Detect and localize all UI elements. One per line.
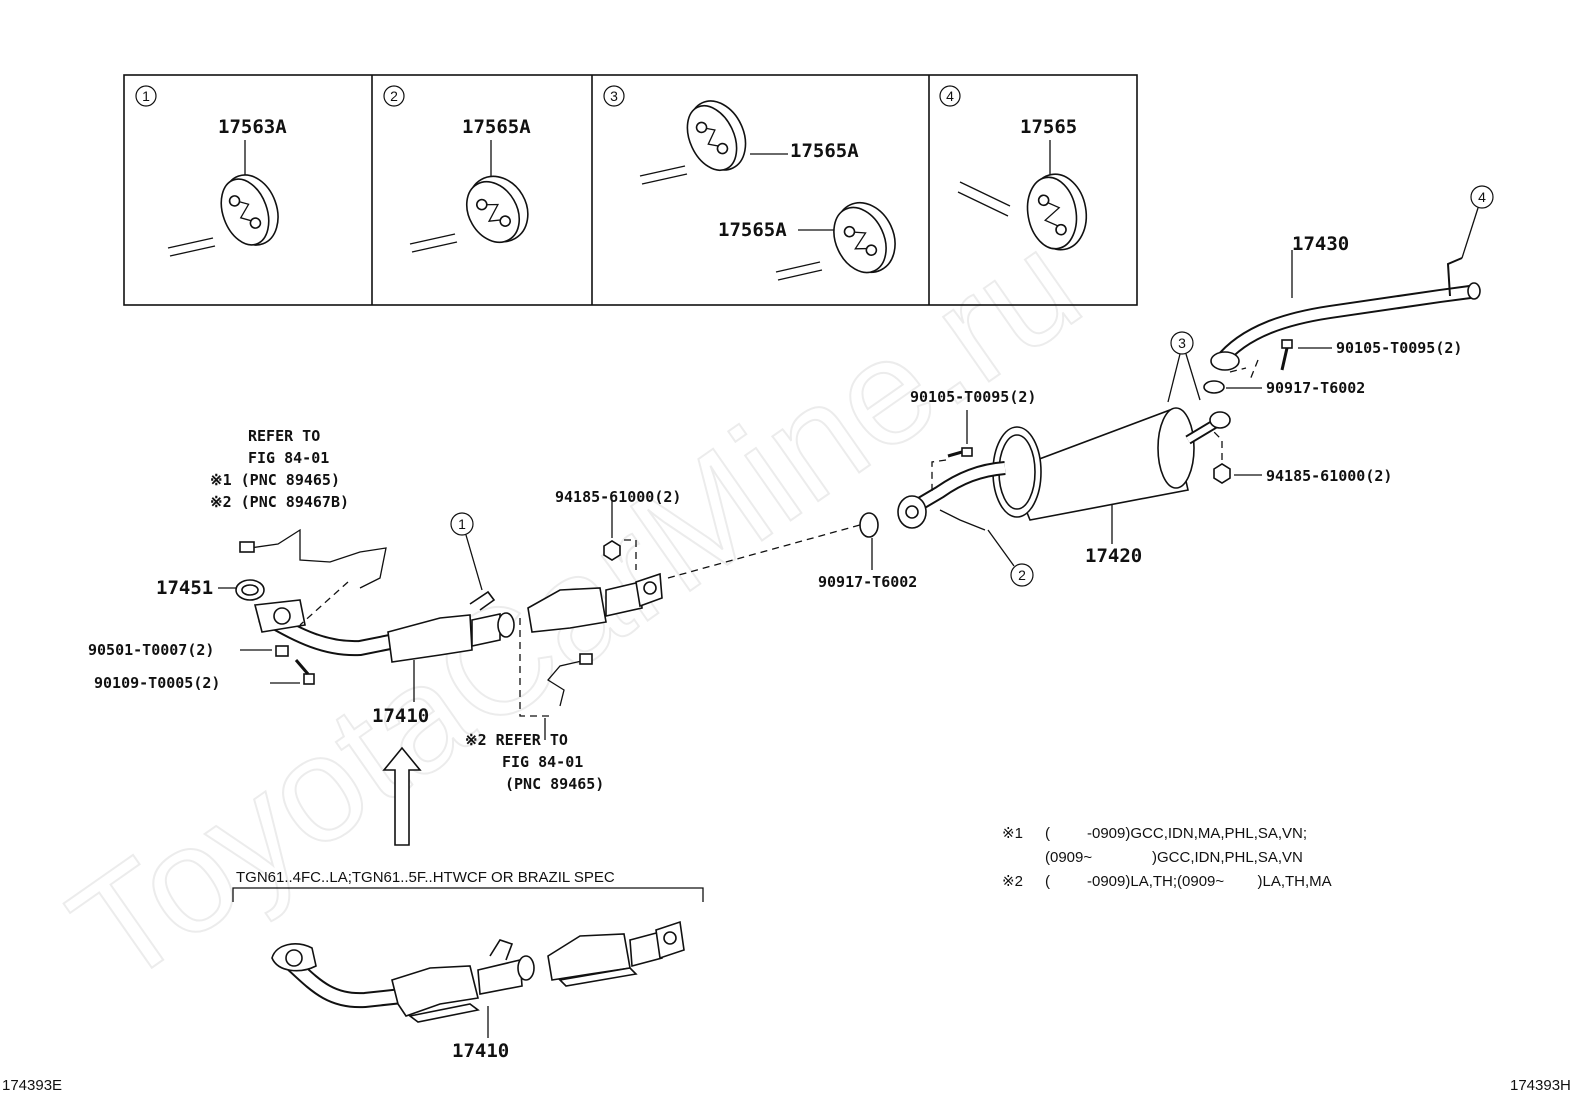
- arrow-up-icon: [382, 746, 422, 846]
- bolt-icon: [294, 659, 315, 685]
- rubber-hanger-icon: [220, 174, 279, 246]
- callout-4-main: 4: [1478, 189, 1486, 205]
- rubber-hanger-icon: [465, 175, 529, 243]
- sensor-connector-icon: [239, 541, 255, 553]
- label-17563A: 17563A: [218, 116, 287, 138]
- svg-text:(PNC 89465): (PNC 89465): [505, 775, 604, 793]
- illustration-code-left: 174393E: [2, 1077, 62, 1094]
- note-1-text: -0909)GCC,IDN,MA,PHL,SA,VN;: [1087, 825, 1307, 842]
- label-17565A: 17565A: [462, 116, 531, 138]
- label-bolt-90109: 90109-T0005(2): [94, 674, 220, 692]
- sensor-connector-icon: [579, 653, 593, 665]
- nut-icon: [603, 540, 621, 561]
- callout-4: 4: [946, 88, 954, 104]
- bolt-icon: [947, 447, 973, 458]
- callout-3: 3: [610, 88, 618, 104]
- callout-2-main: 2: [1018, 567, 1026, 583]
- callout-2: 2: [390, 88, 398, 104]
- rubber-hanger-icon: [686, 100, 747, 171]
- label-stud-90501: 90501-T0007(2): [88, 641, 214, 659]
- inset-panel-4: 4 17565: [939, 85, 1088, 251]
- note-1b-open: (0909~: [1045, 849, 1092, 866]
- inset-panel-2: 2 17565A: [383, 85, 531, 253]
- nut-icon: [1213, 463, 1231, 484]
- label-17565A-upper: 17565A: [790, 140, 859, 162]
- callout-1-main: 1: [458, 516, 466, 532]
- refer-note-upper: REFER TO FIG 84-01 ※1 (PNC 89465) ※2 (PN…: [210, 427, 349, 511]
- illustration-code-right: 174393H: [1510, 1077, 1571, 1094]
- label-17451: 17451: [156, 577, 213, 599]
- note-1-open: (: [1045, 825, 1050, 842]
- label-bolt-90105-top: 90105-T0095(2): [1336, 339, 1462, 357]
- front-pipe-17410-alt: 17410: [271, 920, 685, 1062]
- callout-3-main: 3: [1178, 335, 1186, 351]
- hanger-inset-table: 1 17563A 2 17565A: [123, 74, 1138, 306]
- label-bolt-90105-mid: 90105-T0095(2): [910, 388, 1036, 406]
- label-17565: 17565: [1020, 116, 1077, 138]
- bolt-icon: [1280, 339, 1293, 371]
- svg-text:※2 (PNC 89467B): ※2 (PNC 89467B): [210, 493, 349, 511]
- label-17420: 17420: [1085, 545, 1142, 567]
- note-1b-text: )GCC,IDN,PHL,SA,VN: [1152, 849, 1303, 866]
- variant-label: TGN61..4FC..LA;TGN61..5F..HTWCF OR BRAZI…: [236, 869, 615, 886]
- label-nut-94185-left: 94185-61000(2): [555, 488, 681, 506]
- svg-text:REFER TO: REFER TO: [248, 427, 320, 445]
- label-17430: 17430: [1292, 233, 1349, 255]
- note-2-open: (: [1045, 873, 1050, 890]
- front-pipe-17410: 1 17410 17451 90501-T0007(2) 90109-T0005…: [88, 488, 681, 740]
- svg-text:FIG 84-01: FIG 84-01: [248, 449, 329, 467]
- callout-1: 1: [142, 88, 150, 104]
- label-17410-alt: 17410: [452, 1040, 509, 1062]
- variant-bracket: [232, 887, 704, 902]
- label-gasket-90917-top: 90917-T6002: [1266, 379, 1365, 397]
- note-1-mark: ※1: [1002, 825, 1023, 842]
- tail-pipe-17430: 17430 4 90105-T0095(2) 90917-T6002: [1203, 185, 1494, 397]
- stud-icon: [275, 645, 289, 657]
- gasket-icon: [859, 512, 879, 538]
- rubber-hanger-icon: [1026, 173, 1088, 251]
- note-2-text: -0909)LA,TH;(0909~ )LA,TH,MA: [1087, 873, 1332, 890]
- label-17565A-lower: 17565A: [718, 219, 787, 241]
- gasket-icon: [1203, 380, 1225, 394]
- label-nut-94185-right: 94185-61000(2): [1266, 467, 1392, 485]
- inset-panel-1: 1 17563A: [135, 85, 287, 257]
- label-17410: 17410: [372, 705, 429, 727]
- inset-panel-3: 3 17565A 17565A: [603, 85, 896, 281]
- svg-text:※2 REFER TO: ※2 REFER TO: [465, 731, 568, 749]
- refer-note-lower: ※2 REFER TO FIG 84-01 (PNC 89465): [465, 731, 604, 793]
- footnotes: ※1 ( -0909)GCC,IDN,MA,PHL,SA,VN; (0909~ …: [1002, 825, 1332, 890]
- connection-line: [667, 524, 861, 579]
- svg-text:FIG 84-01: FIG 84-01: [502, 753, 583, 771]
- svg-text:※1 (PNC 89465): ※1 (PNC 89465): [210, 471, 340, 489]
- rubber-hanger-icon: [833, 201, 896, 274]
- note-2-mark: ※2: [1002, 873, 1023, 890]
- muffler-17420: 17420 3 2 94185-61000(2) 90105-T0095(2) …: [818, 331, 1392, 591]
- label-gasket-90917-mid: 90917-T6002: [818, 573, 917, 591]
